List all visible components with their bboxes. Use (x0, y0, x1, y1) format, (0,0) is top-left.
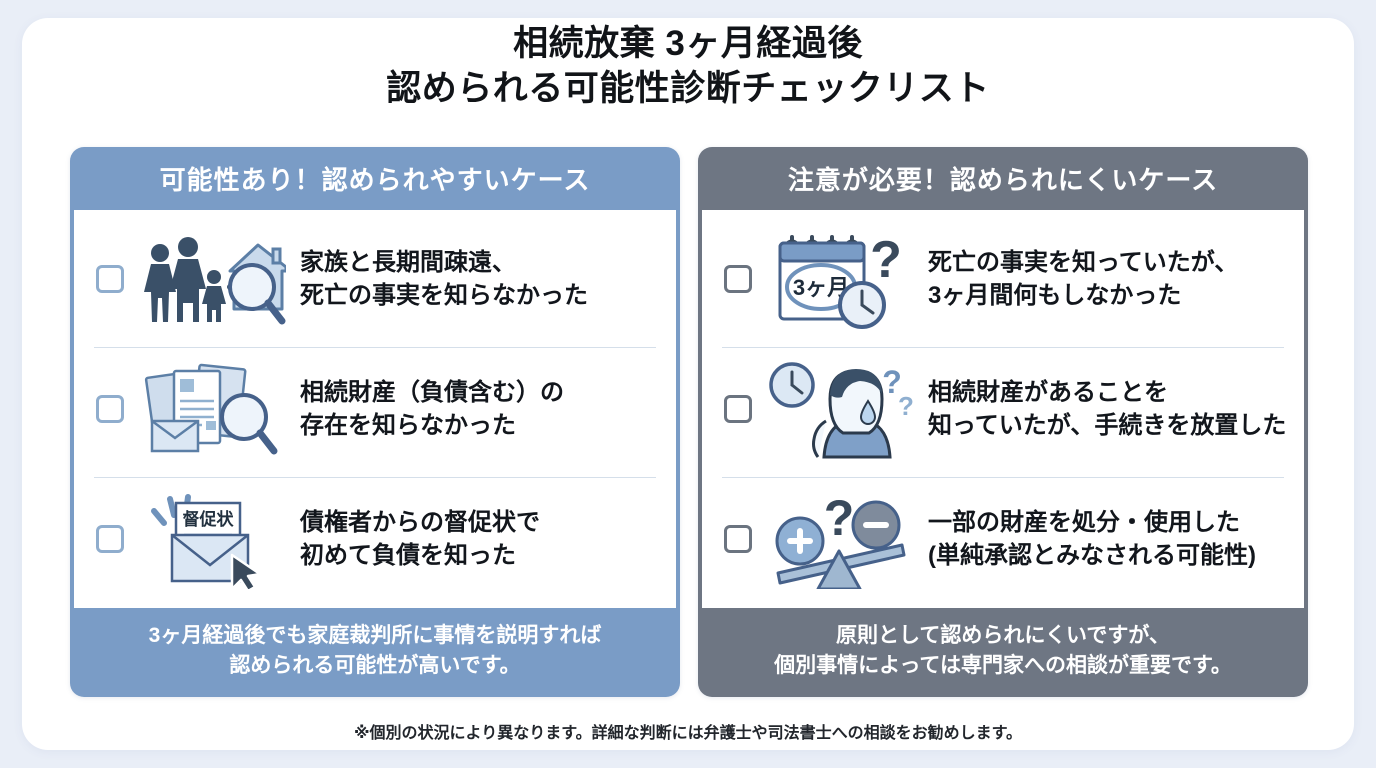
text-line: 初めて負債を知った (300, 542, 516, 569)
page-title-line-1: 相続放棄 3ヶ月経過後 (513, 24, 863, 63)
calendar-clock-question-icon: 3ヶ月 ? (764, 229, 914, 329)
panel-likely-accepted-header: 可能性あり！認められやすいケース (159, 165, 591, 195)
checklist-item[interactable]: 家族と長期間疎遠、 死亡の事実を知らなかった (74, 217, 676, 341)
checklist-item[interactable]: ? 一部の財産を処分・使用し (702, 477, 1304, 601)
footer-line: 原則として認められにくいですが、 (836, 624, 1170, 647)
seesaw-plus-minus-question-icon: ? (764, 489, 914, 589)
text-line: 存在を知らなかった (300, 412, 516, 439)
checkbox-bad-1[interactable] (724, 265, 752, 293)
svg-text:?: ? (898, 391, 914, 421)
footer-line: 認められる可能性が高いです。 (229, 654, 521, 677)
panel-likely-accepted-body: 家族と長期間疎遠、 死亡の事実を知らなかった (74, 210, 676, 608)
panel-unlikely-accepted-footer: 原則として認められにくいですが、 個別事情によっては専門家への相談が重要です。 (698, 608, 1308, 697)
svg-text:?: ? (824, 490, 855, 546)
panel-likely-accepted-footer: 3ヶ月経過後でも家庭裁判所に事情を説明すれば 認められる可能性が高いです。 (70, 608, 680, 697)
text-line: 相続財産があることを (928, 379, 1168, 406)
footer-line: 3ヶ月経過後でも家庭裁判所に事情を説明すれば (148, 624, 602, 647)
page-title-line-2: 認められる可能性診断チェックリスト (386, 69, 990, 108)
family-house-magnifier-icon (136, 229, 286, 329)
checkbox-bad-3[interactable] (724, 525, 752, 553)
checkbox-good-1[interactable] (96, 265, 124, 293)
checkbox-good-3[interactable] (96, 525, 124, 553)
checklist-item-text: 債権者からの督促状で 初めて負債を知った (300, 506, 540, 572)
checkbox-good-2[interactable] (96, 395, 124, 423)
checklist-item[interactable]: ? ? 相続財産があることを 知っていたが、手続きを放置した (702, 347, 1304, 471)
panels-container: 可能性あり！認められやすいケース (70, 147, 1308, 697)
panel-unlikely-accepted-header: 注意が必要！認められにくいケース (787, 165, 1219, 195)
panel-unlikely-accepted: 注意が必要！認められにくいケース (698, 147, 1308, 697)
checkbox-bad-2[interactable] (724, 395, 752, 423)
svg-text:?: ? (882, 364, 902, 400)
text-line: 3ヶ月間何もしなかった (928, 282, 1182, 309)
demand-letter-envelope-cursor-icon: 督促状 (136, 489, 286, 589)
page-title: 相続放棄 3ヶ月経過後 認められる可能性診断チェックリスト (0, 22, 1376, 112)
documents-envelope-magnifier-icon (136, 359, 286, 459)
text-line: 死亡の事実を知っていたが、 (928, 249, 1239, 276)
text-line: 知っていたが、手続きを放置した (928, 412, 1287, 439)
worried-person-clock-question-icon: ? ? (764, 359, 914, 459)
text-line: 家族と長期間疎遠、 (300, 249, 516, 276)
checklist-item-text: 相続財産があることを 知っていたが、手続きを放置した (928, 376, 1286, 442)
text-line: 相続財産（負債含む）の (300, 379, 564, 406)
text-line: 死亡の事実を知らなかった (300, 282, 588, 309)
svg-text:?: ? (870, 231, 902, 289)
footer-line: 個別事情によっては専門家への相談が重要です。 (774, 654, 1232, 677)
checklist-item[interactable]: 3ヶ月 ? 死亡の事実を知っていたが、 3ヶ月間何もしなかった (702, 217, 1304, 341)
checklist-item[interactable]: 相続財産（負債含む）の 存在を知らなかった (74, 347, 676, 471)
checklist-item-text: 死亡の事実を知っていたが、 3ヶ月間何もしなかった (928, 246, 1238, 312)
text-line: (単純承認とみなされる可能性) (928, 542, 1256, 569)
letter-label: 督促状 (183, 509, 235, 529)
disclaimer-note: ※個別の状況により異なります。詳細な判断には弁護士や司法書士への相談をお勧めしま… (353, 725, 1023, 742)
checklist-item[interactable]: 督促状 債権者からの督促状で 初めて負債を知った (74, 477, 676, 601)
text-line: 一部の財産を処分・使用した (928, 509, 1240, 536)
checklist-item-text: 家族と長期間疎遠、 死亡の事実を知らなかった (300, 246, 588, 312)
calendar-label: 3ヶ月 (793, 275, 849, 300)
panel-unlikely-accepted-body: 3ヶ月 ? 死亡の事実を知っていたが、 3ヶ月間何もしなかった (702, 210, 1304, 608)
checklist-item-text: 相続財産（負債含む）の 存在を知らなかった (300, 376, 564, 442)
checklist-item-text: 一部の財産を処分・使用した (単純承認とみなされる可能性) (928, 506, 1256, 572)
text-line: 債権者からの督促状で (300, 509, 540, 536)
panel-likely-accepted: 可能性あり！認められやすいケース (70, 147, 680, 697)
